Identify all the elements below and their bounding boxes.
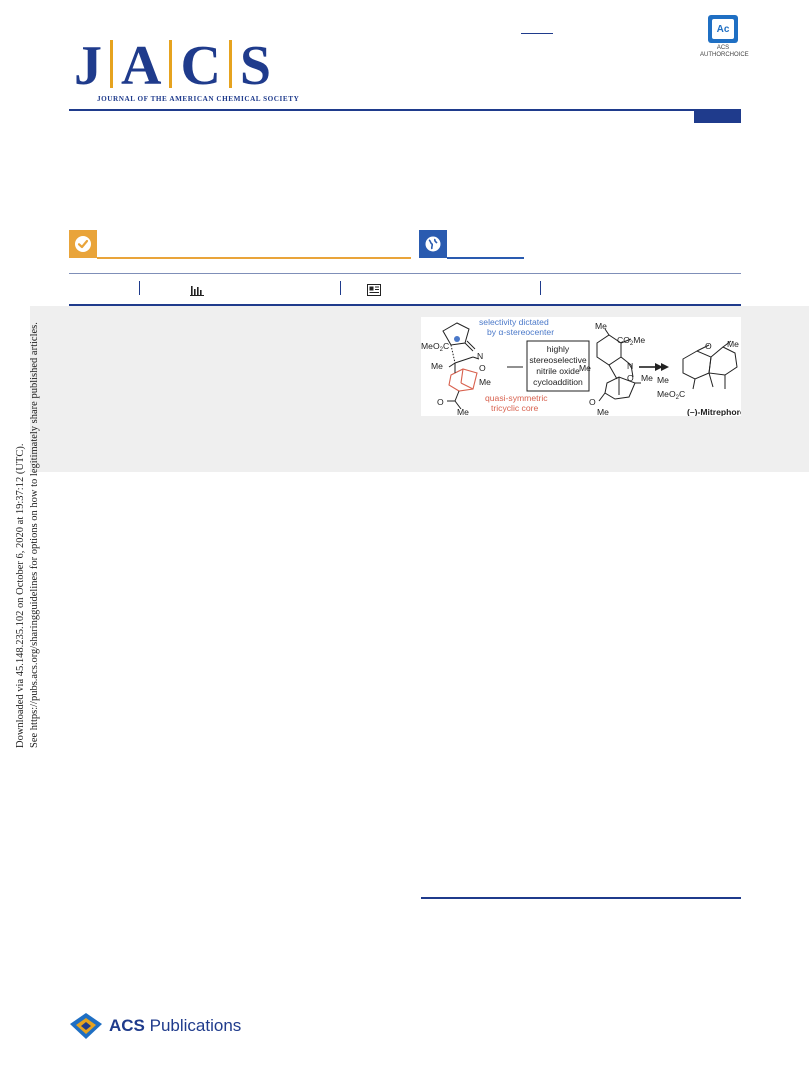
product-ester: MeO2C xyxy=(657,389,685,401)
logo-divider xyxy=(169,40,173,88)
article-type-tab xyxy=(694,111,741,123)
core-label-2: tricyclic core xyxy=(491,403,538,413)
globe-glyph xyxy=(425,236,441,252)
metrics-separator xyxy=(540,281,541,295)
nitrile-oxide-o: O xyxy=(479,363,486,373)
logo-letter-c: C xyxy=(180,35,221,97)
metrics-rule-bottom xyxy=(69,304,741,306)
methyl-4: Me xyxy=(595,321,607,331)
reaction-box xyxy=(526,340,590,392)
logo-letter-j: J xyxy=(74,35,102,97)
bar-chart-icon[interactable] xyxy=(190,283,204,301)
acs-hexagon-icon xyxy=(70,1013,102,1039)
metrics-separator xyxy=(340,281,341,295)
isoxazoline-o: O xyxy=(627,373,634,383)
cite-this-rule xyxy=(97,257,411,259)
methyl-7: Me xyxy=(597,407,609,416)
footer-rule xyxy=(421,897,741,899)
article-recommendations-icon[interactable] xyxy=(367,283,381,301)
authorchoice-label-line2: AUTHORCHOICE xyxy=(700,52,749,58)
isoxazoline-n: N xyxy=(627,361,633,371)
download-notice-line2: See https://pubs.acs.org/sharingguidelin… xyxy=(29,322,40,748)
toc-graphic-svg: selectivity dictated by α-stereocenter M… xyxy=(421,317,764,417)
metrics-separator xyxy=(139,281,140,295)
read-online-rule xyxy=(447,257,524,259)
oxygen-label-3: O xyxy=(589,397,596,407)
logo-letter-a: A xyxy=(121,35,162,97)
checkmark-icon[interactable] xyxy=(69,230,97,258)
oxygen-label-1: O xyxy=(437,397,444,407)
methyl-8: Me xyxy=(727,339,739,349)
authorchoice-label: ACS AUTHORCHOICE xyxy=(700,45,749,59)
product-oxygen: O xyxy=(705,341,712,351)
header-rule xyxy=(69,109,741,111)
logo-letter-s: S xyxy=(239,35,272,97)
selectivity-label-1: selectivity dictated xyxy=(479,317,549,327)
cycloadduct-ester: CO2Me xyxy=(617,335,645,347)
substrate-structure xyxy=(442,322,480,410)
left-ester-group: MeO2C xyxy=(421,341,449,353)
methyl-5: Me xyxy=(579,363,591,373)
core-label-1: quasi-symmetric xyxy=(485,393,548,403)
reaction-box-line4: cycloaddition xyxy=(533,377,583,387)
checkmark-glyph xyxy=(75,236,91,252)
journal-subtitle: JOURNAL OF THE AMERICAN CHEMICAL SOCIETY xyxy=(97,95,300,103)
toc-graphic: selectivity dictated by α-stereocenter M… xyxy=(421,317,764,417)
authorchoice-label-line1: ACS xyxy=(716,45,730,51)
cycloadduct-structure xyxy=(596,328,641,402)
reaction-box-line1: highly xyxy=(547,344,570,354)
logo-divider xyxy=(110,40,113,88)
jacs-logo: J A C S xyxy=(69,35,276,97)
logo-divider xyxy=(228,40,232,88)
download-notice: Downloaded via 45.148.235.102 on October… xyxy=(14,318,42,748)
methyl-6: Me xyxy=(641,373,653,383)
nitrile-oxide-n: N xyxy=(477,351,483,361)
globe-icon[interactable] xyxy=(419,230,447,258)
acs-publications-text: ACS Publications xyxy=(109,1016,242,1035)
authorchoice-badge-text: Ac xyxy=(712,19,734,39)
reaction-box-line2: stereoselective xyxy=(529,355,587,365)
methyl-2: Me xyxy=(479,377,491,387)
metrics-rule-top xyxy=(69,273,741,274)
authorchoice-icon[interactable]: Ac xyxy=(708,15,738,43)
header-link[interactable] xyxy=(521,33,553,34)
reaction-box-line3: nitrile oxide xyxy=(536,366,580,376)
stereocenter-marker xyxy=(454,336,460,342)
download-notice-line1: Downloaded via 45.148.235.102 on October… xyxy=(15,443,26,748)
selectivity-label-2: by α-stereocenter xyxy=(487,327,554,337)
methyl-3: Me xyxy=(457,407,469,416)
methyl-1: Me xyxy=(431,361,443,371)
mitrephorone-structure xyxy=(682,340,738,390)
acs-publications-logo[interactable]: ACS Publications xyxy=(69,1012,241,1040)
product-name: (–)-Mitrephorone A xyxy=(687,407,741,416)
reaction-arrow-2 xyxy=(639,363,669,371)
methyl-9: Me xyxy=(657,375,669,385)
